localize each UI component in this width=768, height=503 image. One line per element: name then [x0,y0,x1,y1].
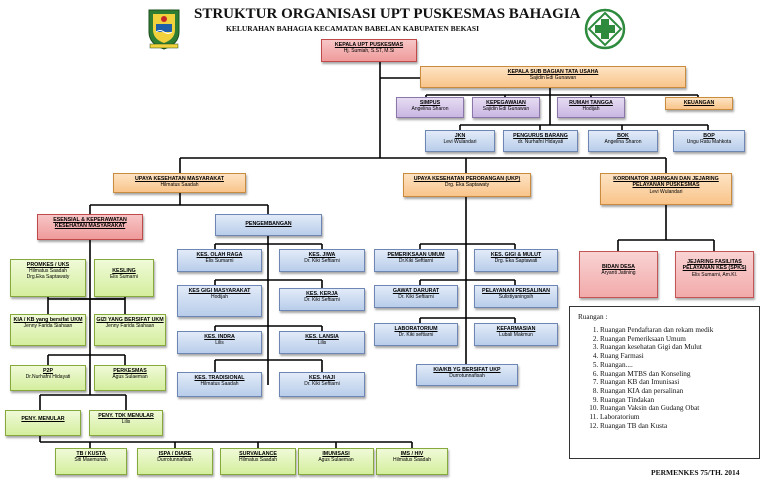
room-item: Ruangan Pendaftaran dan rekam medik [600,326,758,335]
room-item: Ruangan KIA dan persalinan [600,387,758,396]
room-item: Ruangan.... [600,361,758,370]
room-item: Ruang Farmasi [600,352,758,361]
room-item: Ruangan kesehatan Gigi dan Mulut [600,343,758,352]
node-keuangan: KEUANGAN [665,97,733,110]
room-item: Ruangan KB dan Imunisasi [600,378,758,387]
room-item: Ruangan Pemeriksaan Umum [600,335,758,344]
room-list-title: Ruangan : [578,313,608,321]
room-list-panel: Ruangan : Ruangan Pendaftaran dan rekam … [569,306,760,459]
bekasi-crest-icon [148,9,180,50]
room-item: Ruangan Vaksin dan Gudang Obat [600,404,758,413]
room-item: Ruangan TB dan Kusta [600,422,758,431]
room-item: Laboratorium [600,413,758,422]
puskesmas-logo-icon [584,8,626,50]
room-item: Ruangan Tindakan [600,396,758,405]
room-item: Ruangan MTBS dan Konseling [600,370,758,379]
page-subtitle: KELURAHAN BAHAGIA KECAMATAN BABELAN KABU… [226,24,480,33]
node-ukp: UPAYA KESEHATAN PERORANGAN (UKP)Drg. Eka… [403,173,531,197]
node-pengembangan: PENGEMBANGAN [215,214,322,236]
page-title: STRUKTUR ORGANISASI UPT PUSKESMAS BAHAGI… [194,6,581,22]
footer-regulation: PERMENKES 75/TH. 2014 [651,468,740,477]
room-list: Ruangan Pendaftaran dan rekam medik Ruan… [584,326,758,430]
node-peny-menular: PENY. MENULAR [5,410,81,436]
node-jejaring-fasilitas: JEJARING FASILITAS PELAYANAN KES (SPKS)E… [675,251,754,298]
node-jejaring: KORDINATOR JARINGAN DAN JEJARING PELAYAN… [600,173,732,205]
node-esensial: ESENSIAL & KEPERAWATAN KESEHATAN MASYARA… [37,214,143,240]
